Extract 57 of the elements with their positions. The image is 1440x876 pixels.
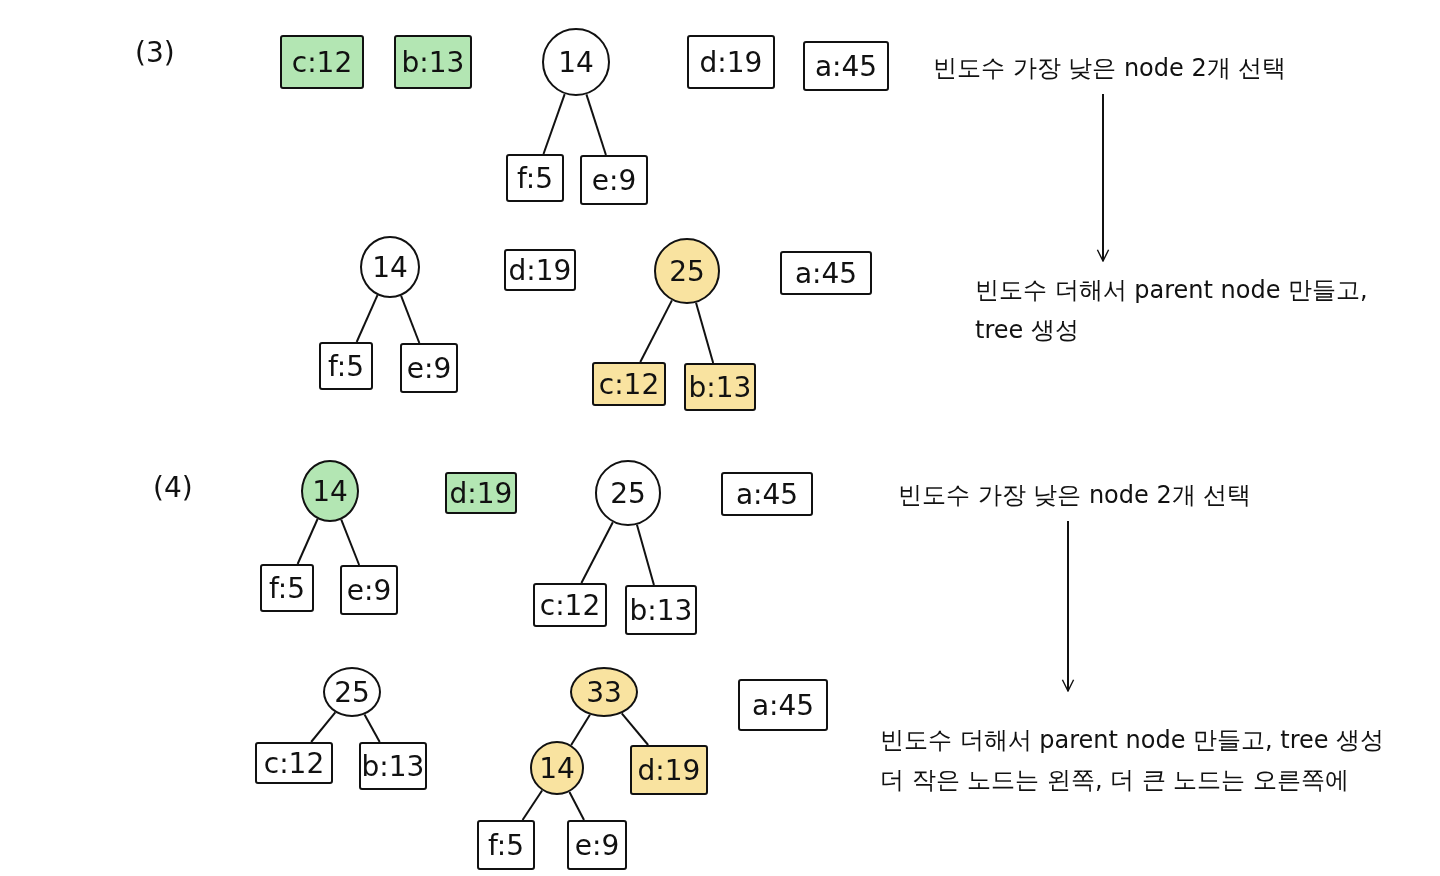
note-text: 빈도수 가장 낮은 node 2개 선택 [933, 53, 1287, 84]
node-box: b:13 [684, 363, 756, 411]
note-text: 빈도수 더해서 parent node 만들고, tree 생성 [975, 275, 1369, 346]
node-box: e:9 [340, 565, 398, 615]
node-box: f:5 [260, 564, 314, 612]
node-box: a:45 [780, 251, 872, 295]
node-box: a:45 [803, 41, 889, 91]
tree-branch [340, 518, 361, 566]
note-text: 빈도수 더해서 parent node 만들고, tree 생성 [880, 725, 1385, 756]
tree-branch [521, 789, 544, 821]
node-box: f:5 [506, 154, 564, 202]
node-circle: 14 [301, 460, 359, 522]
node-box: d:19 [445, 472, 517, 514]
tree-branch [310, 711, 337, 743]
arrow [1061, 520, 1075, 692]
node-circle: 14 [360, 236, 420, 298]
tree-branch [363, 713, 381, 743]
step-label: (4) [153, 470, 193, 504]
node-box: d:19 [504, 249, 576, 291]
tree-branch [568, 790, 585, 821]
node-box: e:9 [567, 820, 627, 870]
tree-branch [620, 712, 650, 746]
node-box: d:19 [630, 745, 708, 795]
node-box: b:13 [359, 742, 427, 790]
node-box: a:45 [738, 679, 828, 731]
tree-branch [296, 518, 319, 565]
tree-branch [580, 521, 614, 584]
node-box: e:9 [580, 155, 648, 205]
node-box: f:5 [477, 820, 535, 870]
node-box: c:12 [280, 35, 364, 89]
tree-branch [585, 93, 607, 156]
node-circle: 25 [654, 238, 720, 304]
tree-branch [355, 294, 379, 343]
node-box: b:13 [394, 35, 472, 89]
node-circle: 25 [323, 667, 381, 717]
node-circle: 14 [530, 741, 584, 795]
node-box: b:13 [625, 585, 697, 635]
tree-branch [542, 93, 566, 155]
tree-branch [635, 523, 655, 586]
tree-branch [695, 301, 715, 364]
node-box: a:45 [721, 472, 813, 516]
tree-branch [639, 299, 673, 363]
arrow [1096, 93, 1110, 262]
tree-branch [570, 713, 591, 747]
node-circle: 33 [570, 667, 638, 717]
node-box: d:19 [687, 35, 775, 89]
node-box: e:9 [400, 343, 458, 393]
note-text: 빈도수 가장 낮은 node 2개 선택 [898, 480, 1252, 511]
tree-branch [400, 294, 421, 344]
node-box: c:12 [592, 362, 666, 406]
note-text: 더 작은 노드는 왼쪽, 더 큰 노드는 오른쪽에 [880, 765, 1350, 796]
node-circle: 25 [595, 460, 661, 526]
node-box: f:5 [319, 342, 373, 390]
node-box: c:12 [533, 583, 607, 627]
node-box: c:12 [255, 742, 333, 784]
node-circle: 14 [542, 28, 610, 96]
step-label: (3) [135, 35, 175, 69]
